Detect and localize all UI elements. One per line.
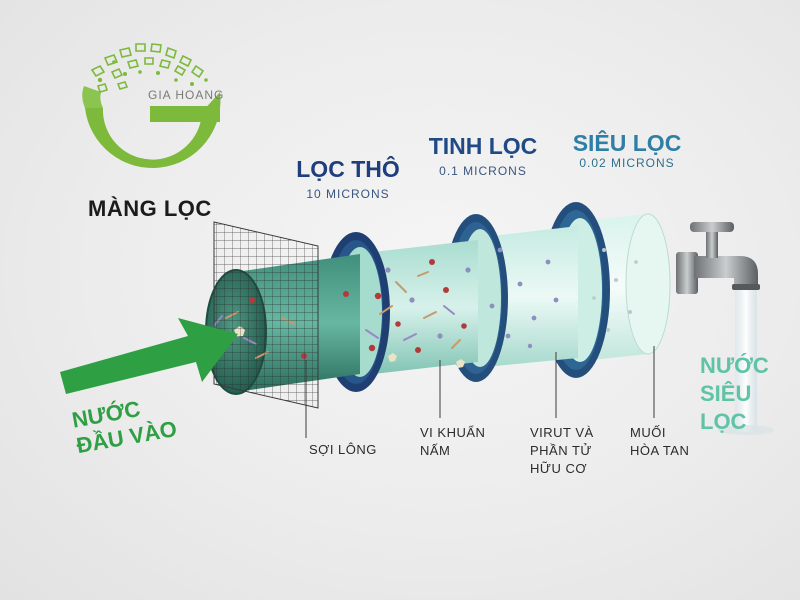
arrow-right-icon <box>60 318 238 394</box>
logo-g-icon <box>82 43 221 168</box>
outlet-label: NƯỚC SIÊU LỌC <box>700 353 769 434</box>
caption-salts: MUỐI HÒA TAN <box>630 425 690 458</box>
brand-name: GIA HOANG <box>148 88 225 102</box>
water-tap-icon <box>676 222 760 294</box>
stage-title-ultra: SIÊU LỌC <box>572 130 682 156</box>
caption-bacteria: VI KHUẨN NẤM <box>420 425 486 458</box>
caption-virus: VIRUT VÀ PHẦN TỬ HỮU CƠ <box>530 425 594 476</box>
caption-fibers: SỢI LÔNG <box>309 442 377 457</box>
leader-lines <box>305 346 655 438</box>
stage-title-fine: TINH LỌC <box>428 133 538 159</box>
water-stream <box>735 282 757 432</box>
stage-size-fine: 0.1 MICRONS <box>439 164 527 178</box>
diagram-subtitle: MÀNG LỌC <box>88 196 212 221</box>
mesh-screen-icon <box>213 221 319 409</box>
stage-title-coarse: LỌC THÔ <box>296 156 400 182</box>
stage-size-coarse: 10 MICRONS <box>306 187 390 201</box>
stage-size-ultra: 0.02 MICRONS <box>579 156 675 170</box>
